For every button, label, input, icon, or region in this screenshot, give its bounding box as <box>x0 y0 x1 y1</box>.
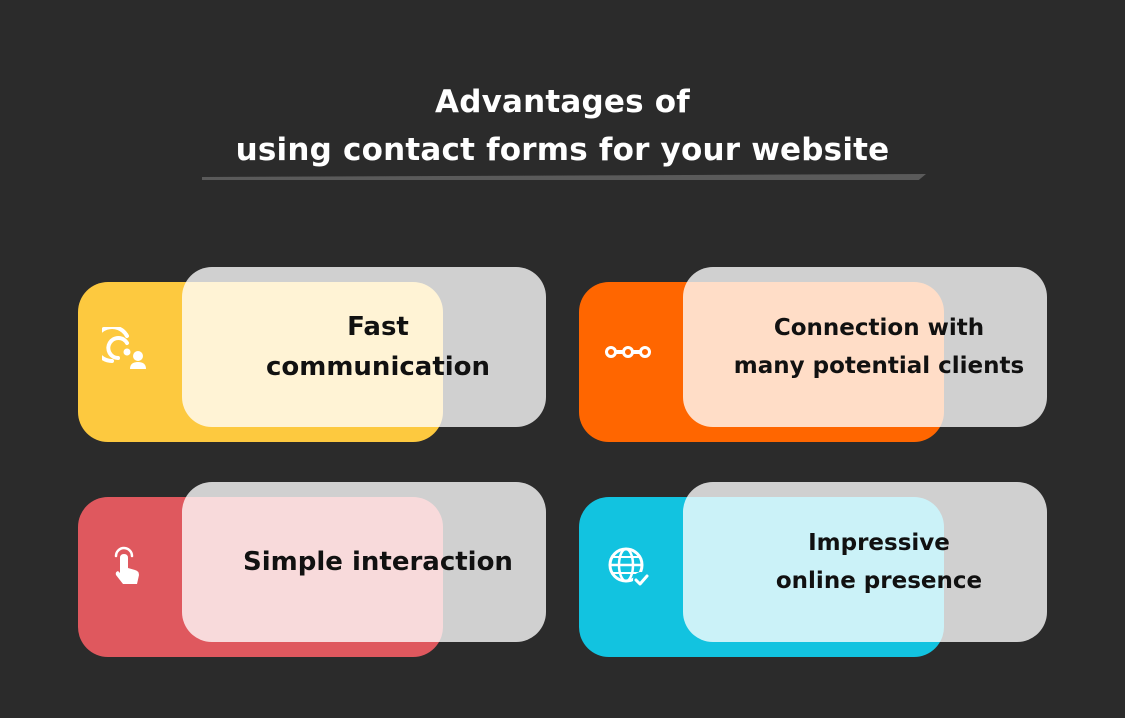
hand-pointer-icon <box>102 542 152 592</box>
card-label-line1: Impressive <box>808 530 950 556</box>
card-label: Simple interaction <box>218 482 538 642</box>
title-underline <box>202 174 926 180</box>
card-label-line2: communication <box>265 352 491 382</box>
card-label-box <box>182 482 546 642</box>
chat-icon <box>102 327 152 377</box>
card-label-line1: Connection with <box>773 315 985 341</box>
card-label-box <box>683 482 1047 642</box>
page-title-line2: using contact forms for your website <box>235 132 890 168</box>
card-label: Connection with many potential clients <box>719 267 1039 427</box>
page-title-line1: Advantages of <box>435 84 690 120</box>
globe-check-icon <box>603 542 653 592</box>
card-label: Fast communication <box>218 267 538 427</box>
card-label-box <box>683 267 1047 427</box>
card-simple-interaction: Simple interaction <box>78 482 548 658</box>
card-label: Impressive online presence <box>719 482 1039 642</box>
card-online-presence: Impressive online presence <box>579 482 1049 658</box>
card-label-line1: Fast <box>347 312 409 342</box>
card-label-box <box>182 267 546 427</box>
card-label-line2: online presence <box>775 568 983 594</box>
page-title: Advantages of using contact forms for yo… <box>0 78 1125 174</box>
card-label-line1: Simple interaction <box>243 547 513 577</box>
card-connection: Connection with many potential clients <box>579 267 1049 443</box>
connection-icon <box>603 327 653 377</box>
card-fast-communication: Fast communication <box>78 267 548 443</box>
card-label-line2: many potential clients <box>733 353 1025 379</box>
